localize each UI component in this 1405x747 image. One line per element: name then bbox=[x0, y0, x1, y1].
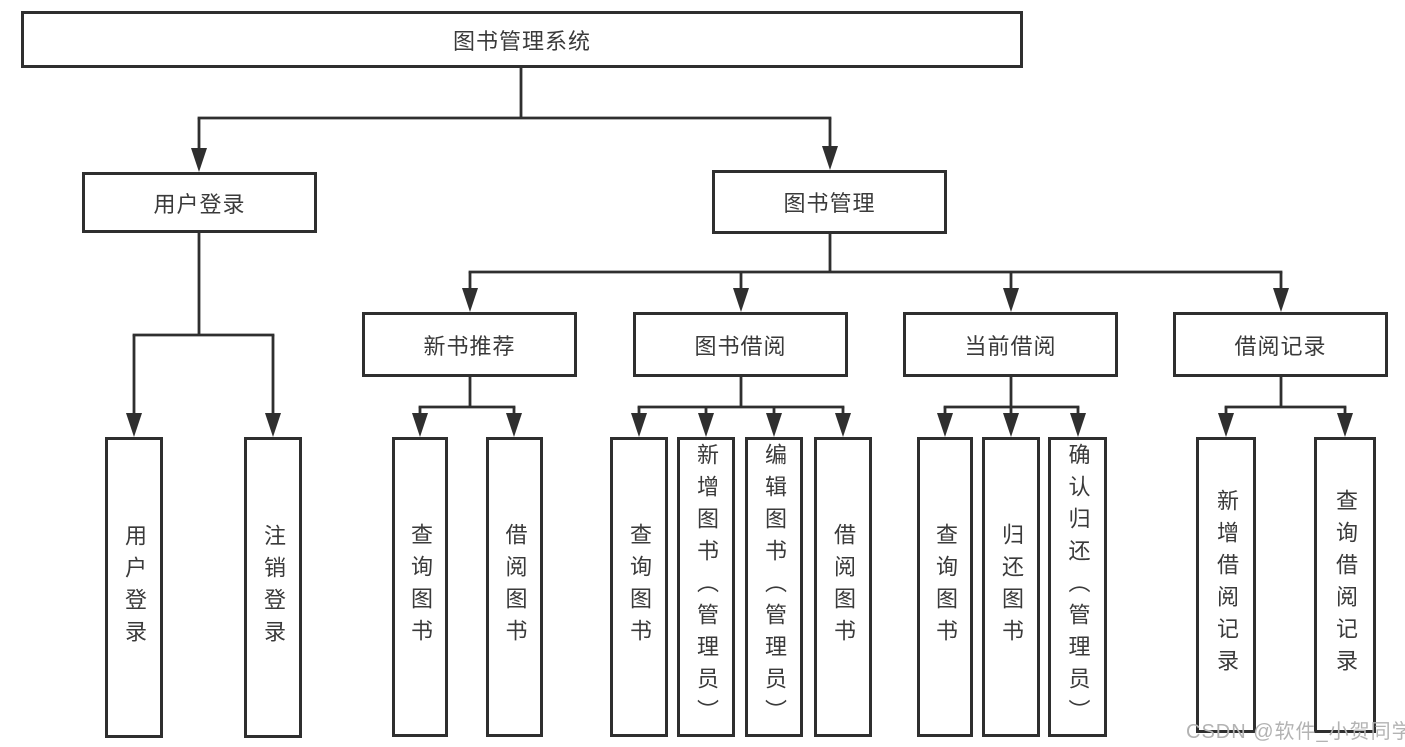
node-leaf-cb-confirm: 确认归还（管理员） bbox=[1048, 437, 1107, 737]
node-label: 新书推荐 bbox=[423, 333, 516, 359]
node-label: 用户登录 bbox=[122, 523, 147, 652]
node-leaf-bb-edit: 编辑图书（管理员） bbox=[745, 437, 803, 737]
arrowhead bbox=[1003, 413, 1019, 437]
node-leaf-nb-query: 查询图书 bbox=[392, 437, 448, 737]
node-label: 借阅记录 bbox=[1234, 333, 1327, 359]
node-label: 确认归还（管理员） bbox=[1065, 443, 1091, 731]
node-leaf-user-login: 用户登录 bbox=[105, 437, 163, 738]
node-leaf-logout: 注销登录 bbox=[244, 437, 302, 738]
node-label: 新增借阅记录 bbox=[1214, 489, 1239, 681]
arrowhead bbox=[506, 413, 522, 437]
arrowhead bbox=[462, 288, 478, 312]
arrowhead bbox=[937, 413, 953, 437]
node-leaf-nb-borrow: 借阅图书 bbox=[486, 437, 543, 737]
arrowhead bbox=[631, 413, 647, 437]
node-label: 图书管理 bbox=[783, 191, 876, 216]
node-leaf-cb-return: 归还图书 bbox=[982, 437, 1040, 737]
arrowhead bbox=[1337, 413, 1353, 437]
node-book-mgmt: 图书管理 bbox=[712, 170, 947, 234]
node-label: 查询借阅记录 bbox=[1333, 489, 1358, 681]
arrowhead bbox=[1273, 288, 1289, 312]
arrowhead bbox=[412, 413, 428, 437]
node-root: 图书管理系统 bbox=[21, 11, 1023, 68]
node-label: 查询图书 bbox=[933, 523, 958, 651]
node-label: 注销登录 bbox=[261, 523, 286, 652]
node-leaf-bb-query: 查询图书 bbox=[610, 437, 668, 737]
arrowhead bbox=[733, 288, 749, 312]
arrowhead bbox=[191, 148, 207, 172]
arrowhead bbox=[822, 146, 838, 170]
node-current-borrow: 当前借阅 bbox=[903, 312, 1118, 377]
node-label: 用户登录 bbox=[153, 191, 246, 217]
arrowhead bbox=[265, 413, 281, 437]
arrowhead bbox=[835, 413, 851, 437]
arrowhead bbox=[126, 413, 142, 437]
node-leaf-bb-borrow: 借阅图书 bbox=[814, 437, 872, 737]
node-label: 借阅图书 bbox=[502, 523, 528, 651]
node-label: 查询图书 bbox=[627, 523, 652, 651]
node-leaf-bb-add: 新增图书（管理员） bbox=[677, 437, 735, 737]
node-user-login: 用户登录 bbox=[82, 172, 317, 233]
node-label: 图书管理系统 bbox=[452, 28, 591, 54]
arrowhead bbox=[1218, 413, 1234, 437]
node-label: 归还图书 bbox=[999, 523, 1024, 651]
node-label: 当前借阅 bbox=[964, 333, 1057, 359]
arrowhead bbox=[698, 413, 714, 437]
node-leaf-br-query: 查询借阅记录 bbox=[1314, 437, 1376, 733]
arrowhead bbox=[1003, 288, 1019, 312]
node-label: 查询图书 bbox=[408, 523, 433, 651]
node-label: 编辑图书（管理员） bbox=[762, 443, 787, 731]
node-new-book-rec: 新书推荐 bbox=[362, 312, 577, 377]
node-label: 新增图书（管理员） bbox=[694, 443, 719, 731]
arrowhead bbox=[1070, 413, 1086, 437]
node-leaf-br-add: 新增借阅记录 bbox=[1196, 437, 1256, 733]
node-leaf-cb-query: 查询图书 bbox=[917, 437, 973, 737]
node-borrow-records: 借阅记录 bbox=[1173, 312, 1388, 377]
arrowhead bbox=[766, 413, 782, 437]
node-label: 图书借阅 bbox=[694, 333, 787, 359]
node-book-borrow: 图书借阅 bbox=[633, 312, 848, 377]
node-label: 借阅图书 bbox=[831, 523, 856, 651]
